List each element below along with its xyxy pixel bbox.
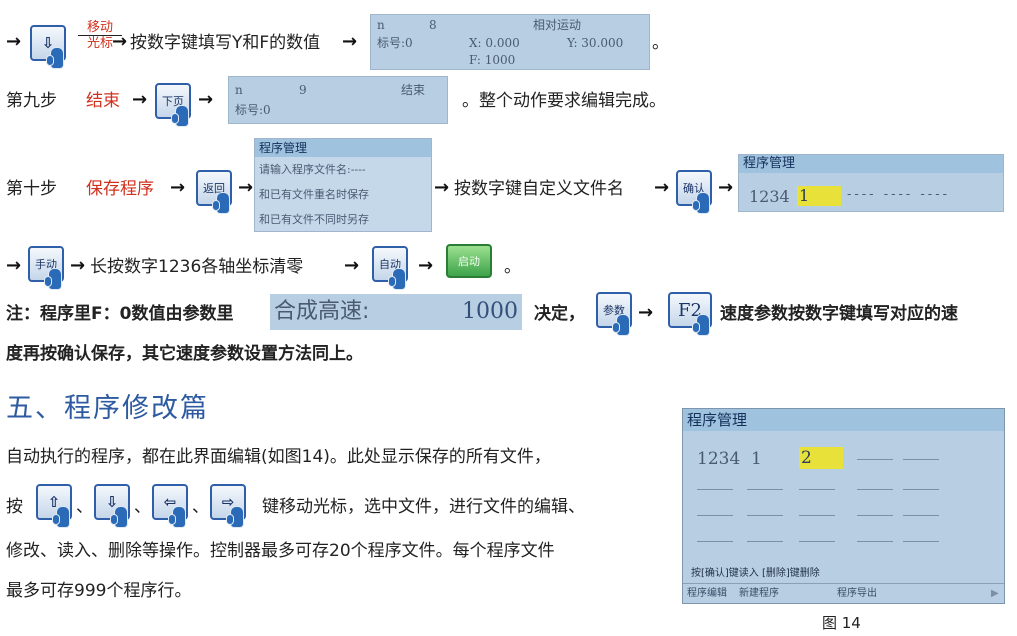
pointer-hand-icon bbox=[52, 506, 70, 528]
arrow: → bbox=[6, 255, 22, 276]
confirm-key-button[interactable]: 确认 bbox=[676, 170, 712, 214]
auto-key-button[interactable]: 自动 bbox=[372, 246, 408, 290]
arrow: → bbox=[638, 302, 654, 323]
page-down-key-button[interactable]: 下页 bbox=[155, 83, 191, 127]
menu-item-program-edit[interactable]: 程序编辑 bbox=[687, 588, 727, 599]
save-program-menu: 程序管理 请输入程序文件名:---- 和已有文件重名时保存 和已有文件不同时另存 bbox=[254, 138, 432, 232]
up-key-button[interactable]: ⇧ bbox=[36, 484, 72, 528]
down-key-button[interactable]: ⇩ bbox=[30, 25, 66, 69]
arrow: → bbox=[718, 177, 734, 198]
pointer-hand-icon bbox=[46, 47, 64, 69]
pointer-hand-icon bbox=[388, 268, 406, 290]
separator: 、 bbox=[134, 497, 151, 517]
step-action: 保存程序 bbox=[86, 179, 154, 199]
pointer-hand-icon bbox=[44, 268, 62, 290]
file-name-screen: 程序管理 1234 1 ---- ---- ---- bbox=[738, 154, 1004, 212]
arrow: → bbox=[238, 177, 254, 198]
pointer-hand-icon bbox=[226, 506, 244, 528]
manual-key-button[interactable]: 手动 bbox=[28, 246, 64, 290]
note-mid: 决定， bbox=[534, 304, 585, 324]
back-key-button[interactable]: 返回 bbox=[196, 170, 232, 214]
arrow: → bbox=[170, 177, 186, 198]
f2-key-button[interactable]: F2 bbox=[668, 292, 712, 336]
pointer-hand-icon bbox=[168, 506, 186, 528]
program-management-screen: 程序管理 1234 1 2 按[确认]键读入 [删除]键删除 程序编辑 新建程序… bbox=[682, 408, 1005, 604]
instruction-text: 按数字键填写Y和F的数值 bbox=[130, 33, 321, 53]
arrow: → bbox=[344, 255, 360, 276]
pointer-hand-icon bbox=[212, 192, 230, 214]
menu-item-program-export[interactable]: 程序导出 bbox=[837, 588, 877, 599]
pointer-hand-icon bbox=[110, 506, 128, 528]
speed-param-screen: 合成高速: 1000 bbox=[270, 294, 522, 330]
step-label: 第九步 bbox=[6, 91, 57, 111]
right-key-button[interactable]: ⇨ bbox=[210, 484, 246, 528]
figure-caption: 图 14 bbox=[822, 614, 861, 632]
paragraph-line: 按 bbox=[6, 497, 23, 517]
pointer-hand-icon bbox=[612, 314, 630, 336]
menu-item-new-program[interactable]: 新建程序 bbox=[739, 588, 779, 599]
arrow: → bbox=[418, 255, 434, 276]
paragraph-line: 键移动光标，选中文件，进行文件的编辑、 bbox=[262, 497, 585, 517]
instruction-text: 长按数字1236各轴坐标清零 bbox=[90, 257, 304, 277]
arrow: → bbox=[6, 31, 22, 52]
section-heading: 五、程序修改篇 bbox=[6, 393, 209, 424]
down-key-button[interactable]: ⇩ bbox=[94, 484, 130, 528]
arrow: → bbox=[434, 177, 450, 198]
pointer-hand-icon bbox=[171, 105, 189, 127]
note-suffix: 速度参数按数字键填写对应的速 bbox=[720, 304, 958, 324]
parameter-key-button[interactable]: 参数 bbox=[596, 292, 632, 336]
step-note: 。整个动作要求编辑完成。 bbox=[462, 91, 666, 111]
relative-move-screen: n 8 相对运动 标号:0 X: 0.000 Y: 30.000 F: 1000 bbox=[370, 14, 650, 70]
pointer-hand-icon bbox=[692, 192, 710, 214]
move-cursor-label: 移动 光标 bbox=[78, 20, 122, 51]
left-key-button[interactable]: ⇦ bbox=[152, 484, 188, 528]
arrow: → bbox=[654, 177, 670, 198]
step-label: 第十步 bbox=[6, 179, 57, 199]
arrow: → bbox=[132, 89, 148, 110]
note-prefix: 注：程序里F：0数值由参数里 bbox=[6, 304, 234, 324]
arrow: → bbox=[198, 89, 214, 110]
separator: 、 bbox=[76, 497, 93, 517]
paragraph-line: 最多可存999个程序行。 bbox=[6, 581, 192, 601]
start-key-button[interactable]: 启动 bbox=[446, 244, 492, 278]
paragraph-line: 修改、读入、删除等操作。控制器最多可存20个程序文件。每个程序文件 bbox=[6, 541, 555, 561]
note-line2: 度再按确认保存，其它速度参数设置方法同上。 bbox=[6, 344, 363, 364]
period: 。 bbox=[504, 257, 521, 277]
instruction-text: 按数字键自定义文件名 bbox=[454, 179, 624, 199]
end-screen: n 9 结束 标号:0 bbox=[228, 76, 448, 124]
arrow: → bbox=[112, 31, 128, 52]
step-action: 结束 bbox=[86, 91, 120, 111]
separator: 、 bbox=[192, 497, 209, 517]
arrow: → bbox=[70, 255, 86, 276]
paragraph-line: 自动执行的程序，都在此界面编辑(如图14)。此处显示保存的所有文件， bbox=[6, 447, 551, 467]
pointer-hand-icon bbox=[692, 314, 710, 336]
arrow: → bbox=[342, 31, 358, 52]
play-icon: ▶ bbox=[991, 588, 999, 599]
period: 。 bbox=[652, 33, 669, 53]
